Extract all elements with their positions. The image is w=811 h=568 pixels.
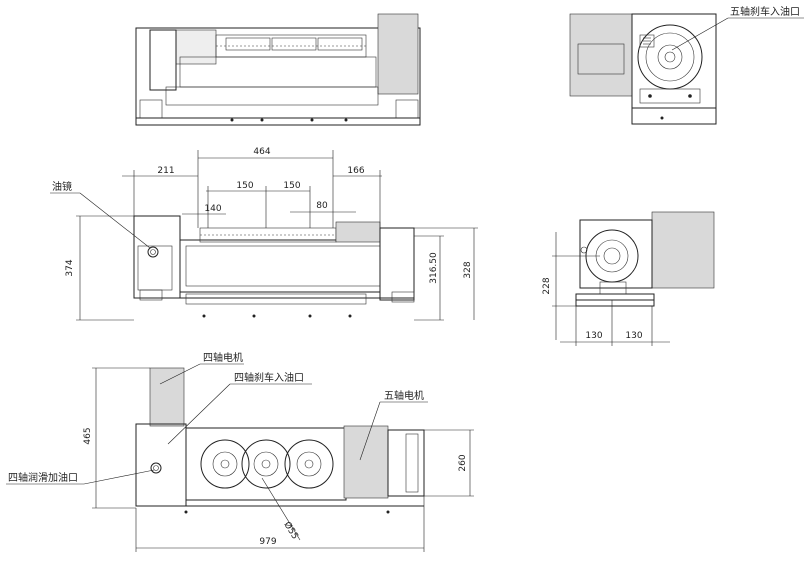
top-front-view — [135, 13, 421, 126]
dim-150-a: 150 — [236, 181, 253, 191]
middle-dimensions: 464 211 166 150 150 140 80 374 316.50 — [65, 147, 478, 321]
fourth-axis-brake-oil-inlet-label: 四轴刹车入油口 — [234, 371, 304, 384]
dim-150-b: 150 — [283, 181, 300, 191]
fifth-axis-brake-oil-inlet-label: 五轴刹车入油口 — [730, 5, 800, 18]
dim-328: 328 — [463, 261, 473, 278]
dim-diameter-55: Ø55 — [281, 520, 300, 542]
right-side-view — [575, 211, 715, 307]
dim-166: 166 — [347, 166, 364, 176]
top-end-view — [569, 13, 717, 125]
dim-140: 140 — [204, 204, 221, 214]
dim-316-50: 316.50 — [429, 252, 439, 284]
dim-211: 211 — [157, 166, 174, 176]
fourth-axis-motor-label: 四轴电机 — [203, 351, 243, 364]
dim-130-left: 130 — [585, 331, 602, 341]
dim-374: 374 — [65, 259, 75, 276]
fifth-axis-brake-oil-inlet-callout: 五轴刹车入油口 — [671, 5, 804, 51]
bottom-plan-view — [135, 367, 425, 514]
oil-mirror-callout: 油镜 — [50, 180, 151, 249]
dim-464: 464 — [253, 147, 270, 157]
plan-callouts: 四轴电机 四轴刹车入油口 五轴电机 四轴润滑加油口 — [6, 351, 428, 485]
dim-80: 80 — [316, 201, 328, 211]
oil-mirror-label: 油镜 — [52, 180, 72, 193]
dim-465: 465 — [83, 427, 93, 444]
dim-260: 260 — [458, 454, 468, 471]
dim-228: 228 — [542, 277, 552, 294]
middle-front-view — [133, 215, 415, 318]
fourth-axis-lubrication-inlet-label: 四轴润滑加油口 — [8, 471, 78, 484]
dim-130-right: 130 — [625, 331, 642, 341]
fifth-axis-motor-label: 五轴电机 — [384, 389, 424, 402]
dim-979: 979 — [259, 537, 276, 547]
side-dimensions: 228 130 130 — [542, 232, 670, 346]
